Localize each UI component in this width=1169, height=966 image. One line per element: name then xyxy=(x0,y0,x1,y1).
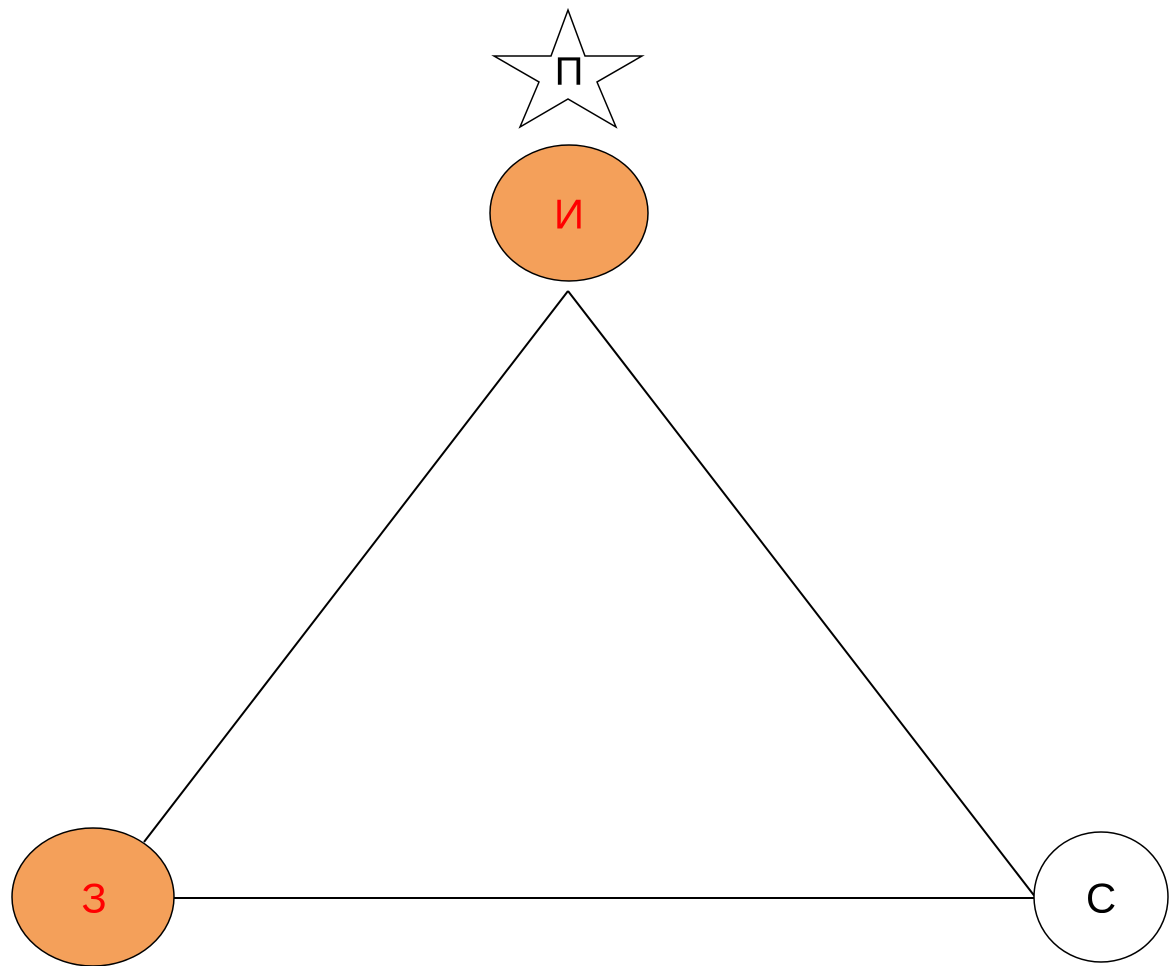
node-right: С xyxy=(1033,831,1169,963)
star-icon xyxy=(491,7,645,129)
node-top-label: И xyxy=(554,191,584,238)
edge-top-left xyxy=(143,290,569,843)
node-left-ellipse xyxy=(11,827,175,966)
node-left: З xyxy=(11,827,175,966)
star-label: П xyxy=(555,50,584,94)
node-top: И xyxy=(489,144,649,282)
node-right-ellipse xyxy=(1033,831,1169,963)
edge-top-right xyxy=(567,290,1037,899)
star-node: П xyxy=(491,7,645,129)
node-top-ellipse xyxy=(489,144,649,282)
node-left-label: З xyxy=(81,875,106,922)
node-right-label: С xyxy=(1086,875,1116,922)
